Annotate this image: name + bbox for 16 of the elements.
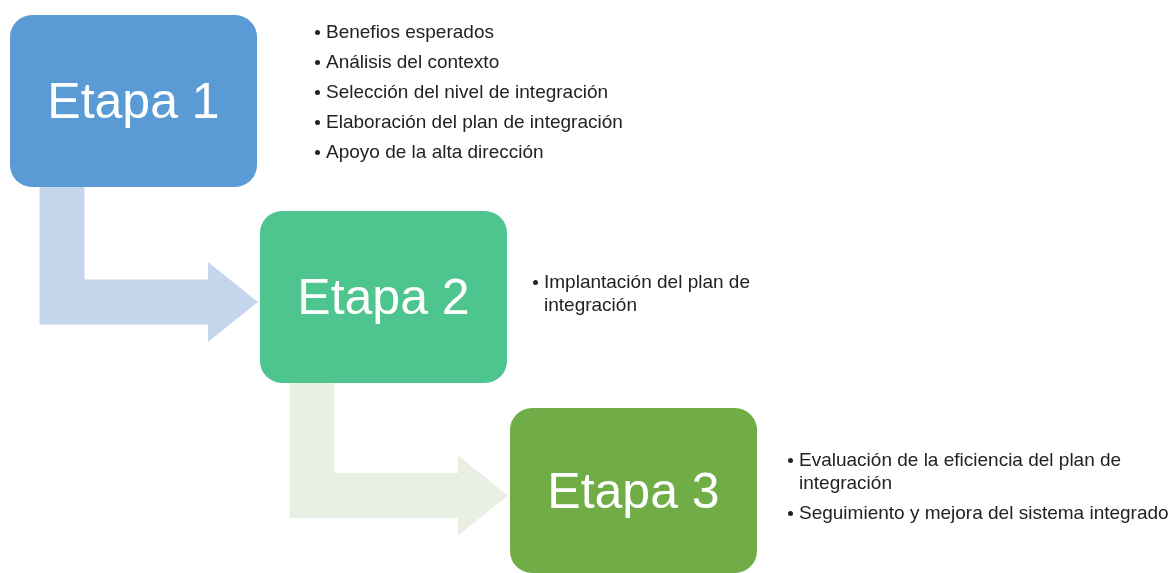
stage-title: Etapa 2	[297, 268, 470, 326]
bullet-item: Apoyo de la alta dirección	[326, 141, 544, 162]
bullet-item: Implantación del plan de integración	[544, 271, 750, 315]
bent-arrow	[289, 383, 508, 536]
bullet-item: Benefios esperados	[326, 21, 494, 42]
stage-box	[510, 408, 757, 573]
bullet-item: Análisis del contexto	[326, 51, 500, 72]
stage-box	[260, 211, 507, 383]
bullet-item: Evaluación de la eficiencia del plan de integración	[799, 449, 1122, 493]
bullet-item: Elaboración del plan de integración	[326, 111, 623, 132]
bullet-item: Seguimiento y mejora del sistema integrado	[799, 502, 1168, 523]
bullet-item: Selección del nivel de integración	[326, 81, 608, 102]
stage-title: Etapa 3	[547, 461, 720, 520]
stage-box	[10, 15, 257, 187]
bent-arrow	[39, 187, 258, 342]
stage-title: Etapa 1	[47, 72, 220, 130]
